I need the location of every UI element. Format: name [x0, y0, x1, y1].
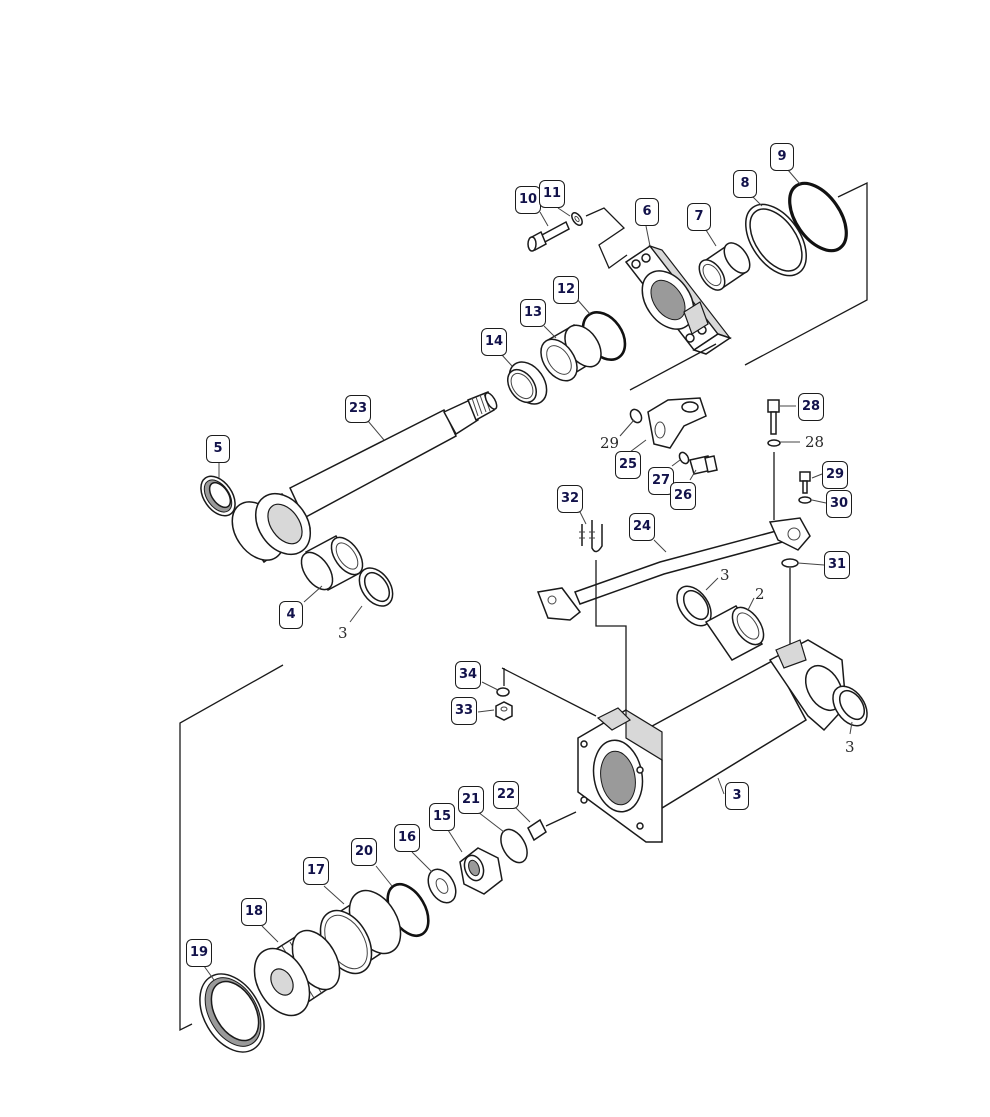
part-6-cylinder-head	[624, 244, 732, 355]
part-30-washer	[798, 496, 812, 504]
callout-13[interactable]: 13	[520, 299, 546, 327]
callout-8[interactable]: 8	[733, 170, 757, 198]
label-28-washer: 28	[805, 433, 825, 451]
part-13-seal	[540, 323, 602, 382]
label-3-right-bearing: 3	[845, 738, 855, 756]
part-17-wear-ring	[319, 889, 402, 975]
callout-15[interactable]: 15	[429, 803, 455, 831]
callout-5[interactable]: 5	[206, 435, 230, 463]
callout-3[interactable]: 3	[725, 782, 749, 810]
part-29-bolt	[799, 471, 811, 494]
callout-32[interactable]: 32	[557, 485, 583, 513]
part-28-bolt	[767, 399, 781, 447]
part-18-piston	[253, 929, 341, 1017]
callout-11[interactable]: 11	[539, 180, 565, 208]
callout-16[interactable]: 16	[394, 824, 420, 852]
callout-12[interactable]: 12	[553, 276, 579, 304]
part-23-piston-rod	[231, 391, 498, 564]
callout-22[interactable]: 22	[493, 781, 519, 809]
part-19-piston-ring	[199, 973, 265, 1053]
callout-14[interactable]: 14	[481, 328, 507, 356]
part-14-bearing	[506, 361, 548, 405]
part-10-bolt	[527, 220, 570, 252]
callout-27[interactable]: 27	[648, 467, 674, 495]
callout-6[interactable]: 6	[635, 198, 659, 226]
part-7-bushing	[698, 242, 751, 291]
callout-23[interactable]: 23	[345, 395, 371, 423]
part-34-washer	[496, 687, 510, 697]
callout-19[interactable]: 19	[186, 939, 212, 967]
callout-10[interactable]: 10	[515, 186, 541, 214]
part-15-nut	[459, 847, 503, 895]
callout-28[interactable]: 28	[798, 393, 824, 421]
label-3-rod-bearing: 3	[338, 624, 348, 642]
part-26-bolt	[689, 455, 718, 475]
part-31-o-ring	[781, 558, 799, 568]
callout-7[interactable]: 7	[687, 203, 711, 231]
part-24-tube	[536, 517, 811, 621]
callout-26[interactable]: 26	[670, 482, 696, 510]
part-2-bushing	[704, 605, 765, 661]
callout-29[interactable]: 29	[822, 461, 848, 489]
callout-20[interactable]: 20	[351, 838, 377, 866]
callout-18[interactable]: 18	[241, 898, 267, 926]
part-25-elbow-fitting	[647, 397, 707, 449]
callout-25[interactable]: 25	[615, 451, 641, 479]
part-8-backup-ring	[745, 203, 807, 277]
part-11-washer	[571, 212, 583, 226]
part-32-u-bolt	[579, 520, 603, 553]
part-29-o-ring-upper	[629, 408, 643, 424]
callout-9[interactable]: 9	[770, 143, 794, 171]
part-27-washer	[678, 451, 690, 465]
callout-24[interactable]: 24	[629, 513, 655, 541]
callout-4[interactable]: 4	[279, 601, 303, 629]
callout-33[interactable]: 33	[451, 697, 477, 725]
part-3-bearing-right	[832, 685, 868, 727]
part-21-o-ring	[500, 828, 528, 864]
part-3-rod-bearing	[358, 567, 394, 607]
label-2-bushing: 2	[755, 585, 765, 603]
label-29-o-ring: 29	[600, 434, 620, 452]
part-5-bearing-ring	[200, 475, 236, 517]
leader-lines	[203, 169, 853, 981]
callout-31[interactable]: 31	[824, 551, 850, 579]
part-22-pin	[527, 818, 547, 842]
part-9-o-ring	[788, 181, 848, 253]
callout-17[interactable]: 17	[303, 857, 329, 885]
part-3-cylinder-tube	[577, 639, 847, 843]
callout-34[interactable]: 34	[455, 661, 481, 689]
part-33-nut	[495, 701, 513, 721]
part-4-bushing	[300, 534, 364, 592]
assembly-frame-lines	[179, 181, 868, 1032]
label-3-upper-bearing: 3	[720, 566, 730, 584]
part-16-washer	[427, 868, 457, 904]
callout-21[interactable]: 21	[458, 786, 484, 814]
callout-30[interactable]: 30	[826, 490, 852, 518]
